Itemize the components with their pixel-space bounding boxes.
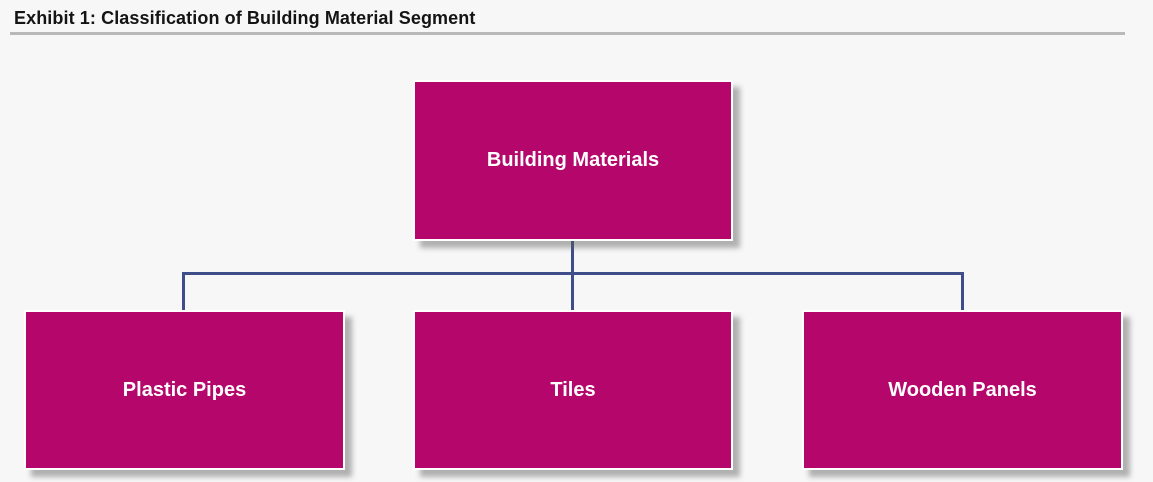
diagram-node-tiles: Tiles bbox=[413, 310, 733, 470]
node-label: Plastic Pipes bbox=[122, 378, 247, 401]
connector-down-tiles bbox=[571, 272, 574, 310]
connector-down-wooden-panels bbox=[961, 272, 964, 310]
connector-down-plastic-pipes bbox=[182, 272, 185, 310]
diagram-node-wooden-panels: Wooden Panels bbox=[802, 310, 1123, 470]
diagram-node-plastic-pipes: Plastic Pipes bbox=[24, 310, 345, 470]
title-underline-rule bbox=[10, 32, 1125, 35]
diagram-node-building-materials: Building Materials bbox=[413, 80, 733, 241]
exhibit-title: Exhibit 1: Classification of Building Ma… bbox=[14, 8, 476, 28]
node-label: Building Materials bbox=[486, 149, 660, 171]
node-label: Tiles bbox=[550, 378, 596, 401]
connector-root-down bbox=[571, 241, 574, 273]
node-label: Wooden Panels bbox=[888, 378, 1037, 401]
